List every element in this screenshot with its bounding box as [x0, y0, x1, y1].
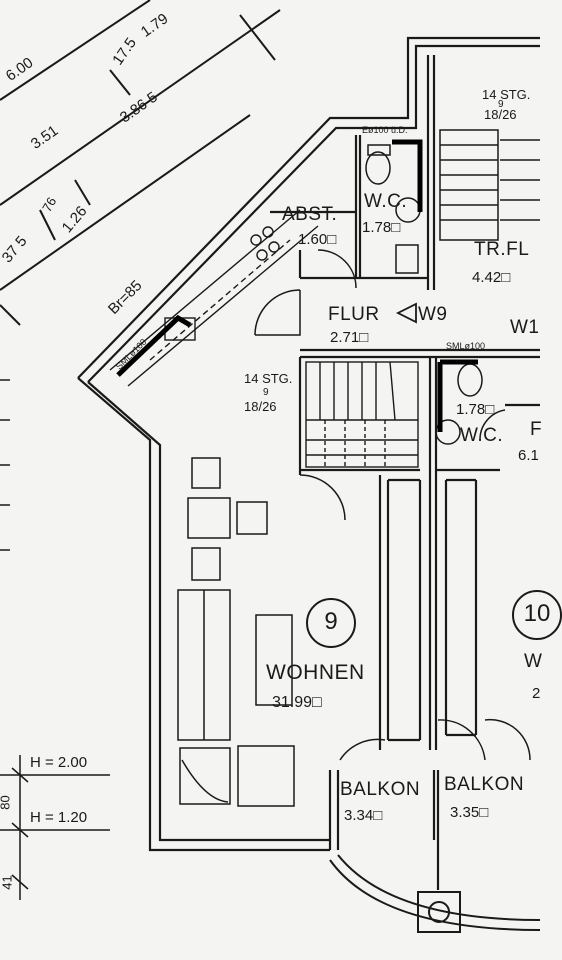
- flur-label: FLUR: [328, 304, 380, 325]
- tr-flur-area: 4.42□: [472, 269, 511, 286]
- unit10-letter: W: [524, 651, 543, 672]
- stairs-top-nine: 9: [498, 99, 504, 110]
- abst-area: 1.60□: [298, 231, 337, 248]
- height-200: H = 2.00: [30, 754, 88, 771]
- balkon2-area: 3.35□: [450, 804, 489, 821]
- unit-number-9: 9: [306, 598, 356, 648]
- dimension-lines: [0, 0, 281, 326]
- stairs-mid-ratio: 18/26: [244, 399, 277, 414]
- w1-label: W1: [510, 317, 540, 338]
- unit-number-10: 10: [512, 590, 562, 640]
- w9-label: W9: [418, 304, 448, 325]
- wohnen-area: 31.99□: [272, 694, 322, 711]
- wc2-area: 1.78□: [456, 401, 495, 418]
- stairs-mid-stg: 14 STG.: [244, 371, 293, 386]
- balcony: [329, 854, 541, 933]
- unit10-area: 2: [532, 685, 541, 702]
- margin-ticks: [0, 379, 10, 551]
- right-area: 6.1: [518, 447, 539, 464]
- right-letter: F: [530, 419, 543, 440]
- height-120: H = 1.20: [30, 809, 88, 826]
- stairs-top: [439, 129, 540, 241]
- furniture: [177, 457, 295, 807]
- height-dimensions: [0, 755, 110, 900]
- dim-80: 80: [0, 795, 13, 810]
- dim-41: 41: [0, 875, 15, 890]
- tr-flur-label: TR.FL: [474, 239, 530, 260]
- stairs-middle: [305, 361, 419, 468]
- interior-walls: [270, 55, 540, 890]
- wc-fixtures: [365, 144, 483, 445]
- wc2-label: W.C.: [460, 425, 504, 446]
- wc1-area: 1.78□: [362, 219, 401, 236]
- kitchen-counter: [109, 209, 319, 387]
- flur-area: 2.71□: [330, 329, 369, 346]
- floor-plan: [0, 0, 541, 933]
- wc1-label: W.C.: [364, 191, 408, 212]
- wc1-pipe: Eø100 ü.D.: [362, 125, 408, 135]
- stairs-top-ratio: 18/26: [484, 107, 517, 122]
- abst-label: ABST.: [282, 204, 338, 225]
- stairs-mid-nine: 9: [263, 387, 269, 398]
- wc2-pipe: SMLø100: [446, 341, 486, 351]
- door-swings: [254, 249, 531, 761]
- outer-walls: [77, 36, 540, 852]
- stairs-top-stg: 14 STG.: [482, 87, 531, 102]
- balkon1-label: BALKON: [340, 779, 421, 800]
- balkon2-label: BALKON: [444, 774, 525, 795]
- balkon1-area: 3.34□: [344, 807, 383, 824]
- drain-pipes: [116, 139, 478, 432]
- wohnen-label: WOHNEN: [266, 661, 365, 684]
- direction-arrow-icon: [395, 302, 417, 324]
